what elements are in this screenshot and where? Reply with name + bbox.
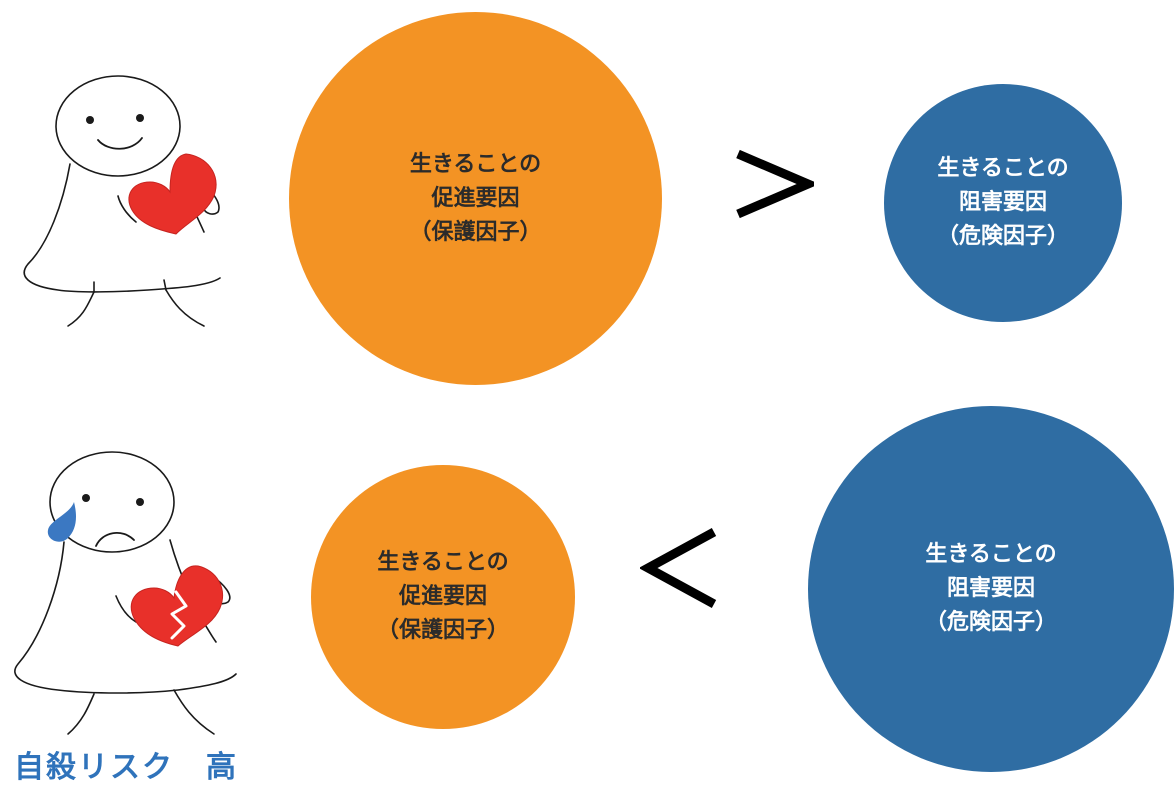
risk-factors-text: 生きることの 阻害要因 （危険因子）	[937, 152, 1069, 254]
eye-left-icon	[82, 494, 90, 502]
heart-icon	[128, 153, 217, 235]
circle-line: 促進要因	[398, 584, 487, 609]
protective-factors-text: 生きることの 促進要因 （保護因子）	[377, 546, 509, 648]
tear-icon	[47, 502, 76, 542]
eye-right-icon	[136, 114, 144, 122]
protective-factors-circle-large: 生きることの 促進要因 （保護因子）	[289, 12, 662, 385]
circle-line: 生きることの	[925, 542, 1057, 567]
protective-factors-text: 生きることの 促進要因 （保護因子）	[409, 148, 541, 250]
greater-than-symbol	[736, 149, 814, 219]
circle-line: 生きることの	[409, 151, 542, 177]
less-than-symbol	[640, 528, 717, 608]
circle-line: （危険因子）	[924, 610, 1057, 635]
risk-factors-circle-small: 生きることの 阻害要因 （危険因子）	[884, 84, 1122, 322]
suicide-risk-high-label: 自殺リスク 高	[14, 750, 238, 785]
risk-factors-circle-large: 生きることの 阻害要因 （危険因子）	[808, 406, 1174, 772]
circle-line: 生きることの	[377, 550, 509, 575]
circle-line: 阻害要因	[946, 576, 1035, 601]
crying-figure-holding-broken-heart-icon	[14, 451, 237, 735]
circle-line: 促進要因	[431, 185, 520, 211]
broken-heart-icon	[130, 565, 223, 647]
circle-line: （危険因子）	[936, 224, 1069, 249]
smiling-figure-holding-heart-icon	[23, 75, 221, 327]
protective-factors-circle-small: 生きることの 促進要因 （保護因子）	[311, 465, 575, 729]
circle-line: 生きることの	[937, 156, 1069, 181]
circle-line: （保護因子）	[409, 219, 542, 245]
eye-right-icon	[136, 498, 144, 506]
circle-line: 阻害要因	[958, 190, 1047, 215]
risk-factors-text: 生きることの 阻害要因 （危険因子）	[925, 538, 1057, 640]
eye-left-icon	[86, 116, 94, 124]
circle-line: （保護因子）	[376, 618, 509, 643]
